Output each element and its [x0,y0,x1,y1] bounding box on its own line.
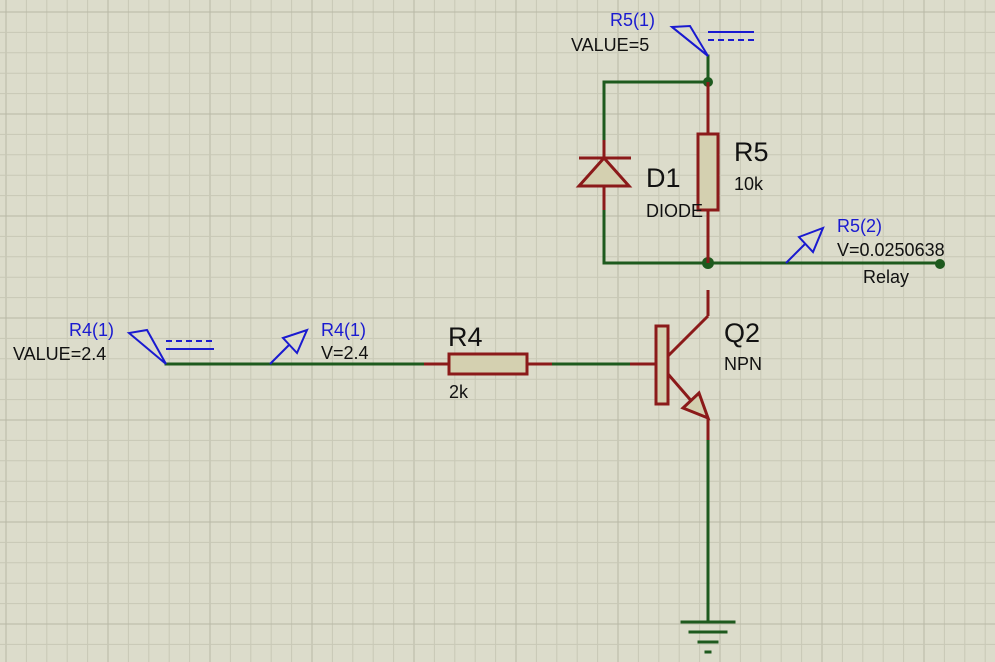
r5-value-label: 10k [734,174,764,194]
volt-r4-reading-label: V=2.4 [321,343,369,363]
r4-value-label: 2k [449,382,469,402]
voltage-probe-r4[interactable] [269,328,309,365]
diode-d1[interactable] [575,140,633,210]
r5-ref-label: R5 [734,137,769,167]
gen-r4-name-label: R4(1) [69,320,114,340]
q2-ref-label: Q2 [724,318,760,348]
r4-ref-label: R4 [448,322,483,352]
volt-r5-name-label: R5(2) [837,216,882,236]
ground-symbol[interactable] [680,620,736,654]
transistor-q2[interactable] [630,290,711,440]
volt-r4-name-label: R4(1) [321,320,366,340]
wires [164,54,942,624]
relay-terminal[interactable] [935,259,945,269]
d1-value-label: DIODE [646,201,703,221]
resistor-r4[interactable] [424,352,552,376]
wire-diode-bottom[interactable] [602,206,710,265]
gen-r5-reading-label: VALUE=5 [571,35,649,55]
gen-r5-name-label: R5(1) [610,10,655,30]
volt-r5-reading-label: V=0.0250638 [837,240,945,260]
resistor-r5[interactable] [696,82,720,263]
voltage-probe-r5[interactable] [785,226,825,264]
d1-ref-label: D1 [646,163,681,193]
relay-net-label: Relay [863,267,909,287]
generator-probe-r5[interactable] [669,24,754,57]
generator-probe-r4[interactable] [126,328,214,365]
q2-value-label: NPN [724,354,762,374]
gen-r4-reading-label: VALUE=2.4 [13,344,106,364]
